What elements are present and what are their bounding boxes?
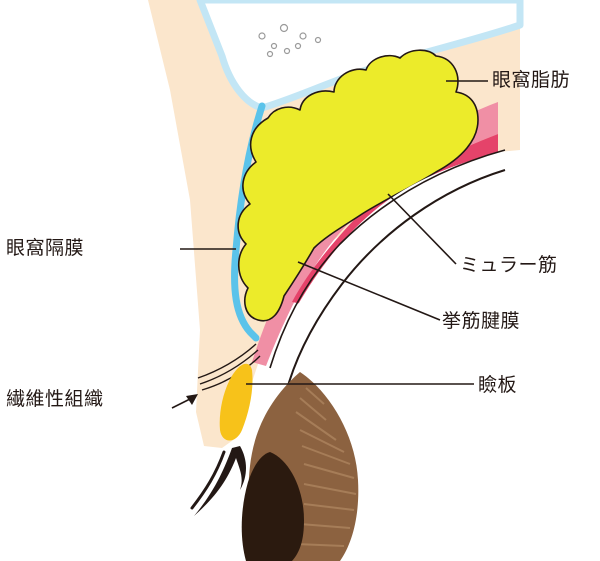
label-levator-aponeurosis: 挙筋腱膜 xyxy=(442,310,521,332)
tarsus-plate xyxy=(219,363,253,441)
arrow-head-fibrous xyxy=(186,394,198,405)
label-orbital-septum: 眼窩隔膜 xyxy=(6,237,85,259)
bone-dots xyxy=(258,23,322,58)
label-fibrous-tissue: 繊維性組織 xyxy=(6,388,104,410)
pupil xyxy=(241,452,304,561)
label-orbital-fat: 眼窩脂肪 xyxy=(492,69,571,91)
eyelash xyxy=(194,446,246,516)
leader-lines xyxy=(171,80,488,409)
leader-muller xyxy=(387,193,457,265)
leader-aponeurosis xyxy=(297,261,441,321)
iris-striations xyxy=(295,387,357,547)
lid-margin-line xyxy=(269,149,506,369)
eyelash-2 xyxy=(190,450,226,510)
label-tarsus: 瞼板 xyxy=(478,374,518,396)
orbital-bone-region xyxy=(196,0,524,112)
label-muller-muscle: ミュラー筋 xyxy=(460,254,558,276)
